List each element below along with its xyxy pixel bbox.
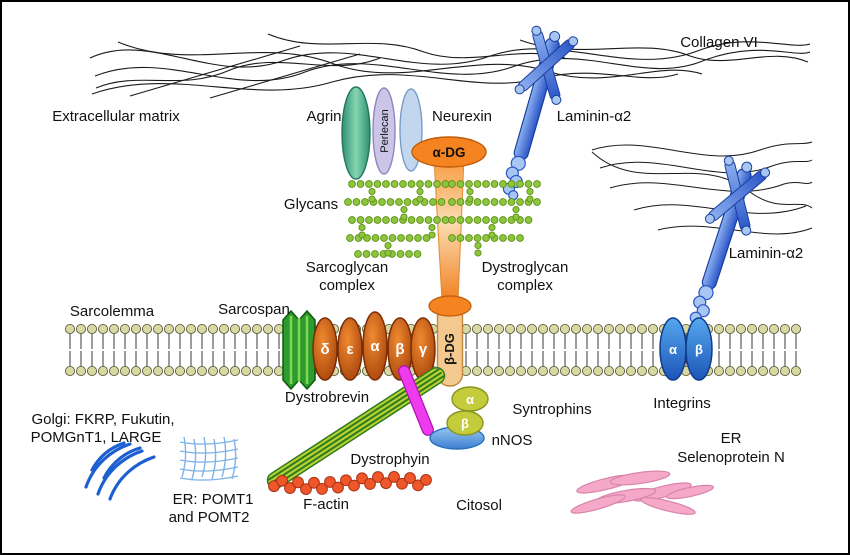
- beta-dg-label: β-DG: [442, 333, 457, 365]
- cytosol-label: Citosol: [456, 497, 502, 514]
- dystroglycan-complex-label-2: complex: [497, 277, 553, 294]
- golgi-label-1: Golgi: FKRP, Fukutin,: [31, 411, 174, 428]
- labels-layer: Collagen VI Extracellular matrix Agrin N…: [31, 34, 804, 526]
- laminin-a2-icon: [502, 25, 579, 201]
- golgi-label-2: POMGnT1, LARGE: [31, 429, 162, 446]
- integrins-icon: α β: [659, 317, 713, 381]
- laminin-a2-right-label: Laminin-α2: [729, 245, 804, 262]
- alpha-dg-label: α-DG: [432, 145, 465, 160]
- syntrophin-beta-icon: [446, 410, 484, 436]
- syntrophins-label: Syntrophins: [512, 401, 591, 418]
- agrin-icon: [341, 86, 371, 180]
- perlecan-label: Perlecan: [379, 109, 391, 152]
- sg-delta-label: δ: [320, 341, 329, 358]
- er-pomt-label-2: and POMT2: [169, 509, 250, 526]
- neurexin-label: Neurexin: [432, 108, 492, 125]
- glycans-label: Glycans: [284, 196, 338, 213]
- perlecan-icon: [372, 87, 396, 175]
- beta-dg-icon: β-DG: [428, 295, 472, 387]
- collagen-vi-label: Collagen VI: [680, 34, 758, 51]
- sg-alpha-label: α: [370, 338, 380, 355]
- sg-beta-label: β: [395, 341, 404, 358]
- er-selenoprotein-icon: [570, 470, 715, 515]
- sarcoglycan-complex-icon: δ ε α β γ: [312, 311, 436, 381]
- laminin-a2-top-label: Laminin-α2: [557, 108, 632, 125]
- syntrophin-alpha-label: α: [466, 392, 474, 407]
- dystrophin-label: Dystrophyin: [350, 451, 429, 468]
- f-actin-label: F-actin: [303, 496, 349, 513]
- glycans-icon: [344, 180, 541, 258]
- nnos-syntrophins-icon: α β: [429, 386, 489, 450]
- sarcolemma-label: Sarcolemma: [70, 303, 155, 320]
- er-selenoprotein-label-2: Selenoprotein N: [677, 449, 785, 466]
- collagen-fibers-right-icon: [591, 141, 813, 235]
- collagen-fibers-icon: [89, 33, 811, 99]
- extracellular-matrix-label: Extracellular matrix: [52, 108, 180, 125]
- sarcoglycan-complex-label-1: Sarcoglycan: [306, 259, 389, 276]
- integrin-beta-label: β: [695, 342, 703, 357]
- integrin-alpha-label: α: [669, 342, 677, 357]
- dystroglycan-complex-label-1: Dystroglycan: [482, 259, 569, 276]
- sg-gamma-label: γ: [419, 341, 428, 358]
- dystrobrevin-label: Dystrobrevin: [285, 389, 369, 406]
- sarcoglycan-complex-label-2: complex: [319, 277, 375, 294]
- integrins-label: Integrins: [653, 395, 711, 412]
- dystrobrevin-rod-icon: [398, 365, 434, 436]
- f-actin-icon: [268, 471, 432, 496]
- nnos-label: nNOS: [492, 432, 533, 449]
- sg-epsilon-label: ε: [346, 341, 353, 358]
- golgi-icon: [84, 441, 156, 501]
- er-selenoprotein-label-1: ER: [721, 430, 742, 447]
- alpha-dg-icon: α-DG: [411, 136, 487, 302]
- syntrophin-beta-label: β: [461, 416, 469, 431]
- sarcospan-label: Sarcospan: [218, 301, 290, 318]
- sarcospan-icon: [282, 309, 316, 391]
- agrin-label: Agrin: [306, 108, 341, 125]
- er-pomt-label-1: ER: POMT1: [173, 491, 254, 508]
- er-mesh-icon: [179, 436, 239, 481]
